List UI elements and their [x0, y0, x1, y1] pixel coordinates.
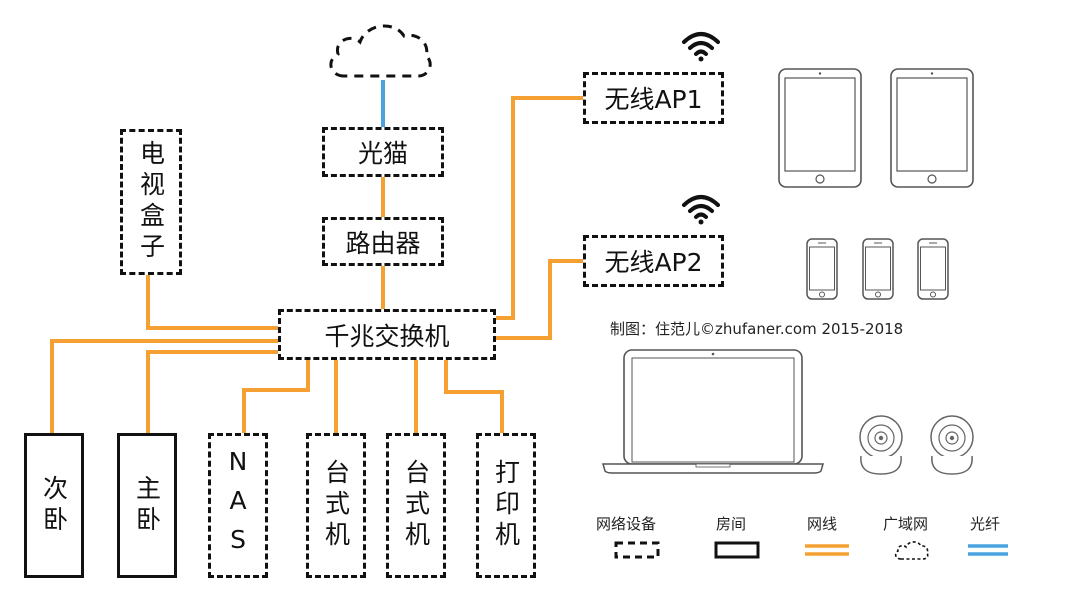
- modem-label: 光猫: [357, 139, 408, 168]
- legend-room-swatch: [714, 541, 760, 559]
- modem-box: 光猫: [322, 127, 444, 177]
- desktop1-box: 台式机: [306, 433, 366, 578]
- legend-wan-label: 广域网: [883, 515, 929, 533]
- second-bedroom-label: 次卧: [39, 474, 69, 537]
- camera-icon: [859, 415, 903, 475]
- legend-room-label: 房间: [716, 515, 747, 533]
- desktop2-label: 台式机: [401, 459, 431, 552]
- laptop-icon: [602, 349, 824, 474]
- wire-switch-ap1: [496, 96, 583, 320]
- camera-icon: [930, 415, 974, 475]
- desktop2-box: 台式机: [386, 433, 446, 578]
- wifi-icon: [682, 195, 720, 225]
- ap2-label: 无线AP2: [604, 248, 703, 277]
- nas-label: NAS: [223, 447, 253, 564]
- phone-icon: [806, 238, 838, 300]
- legend-network-device-swatch: [614, 541, 660, 559]
- master-bedroom-label: 主卧: [132, 474, 162, 537]
- tv-box-label: 电视盒子: [136, 140, 166, 264]
- wifi-icon: [682, 32, 720, 62]
- nas-box: NAS: [208, 433, 268, 578]
- master-bedroom-box: 主卧: [117, 433, 177, 578]
- cloud-icon: [329, 24, 432, 78]
- tablet-icon: [890, 68, 974, 188]
- second-bedroom-box: 次卧: [24, 433, 84, 578]
- switch-box: 千兆交换机: [278, 309, 496, 360]
- legend-fiber-swatch: [968, 544, 1008, 556]
- ap1-label: 无线AP1: [604, 85, 703, 114]
- desktop1-label: 台式机: [321, 459, 351, 552]
- wire-switch-ap2: [496, 259, 583, 340]
- legend-ethernet-swatch: [805, 544, 849, 556]
- tablet-icon: [778, 68, 862, 188]
- phone-icon: [862, 238, 894, 300]
- credit-text: 制图：住范儿©zhufaner.com 2015-2018: [610, 320, 904, 338]
- legend-ethernet-label: 网线: [807, 515, 838, 533]
- ap2-box: 无线AP2: [583, 235, 724, 287]
- printer-box: 打印机: [476, 433, 536, 578]
- router-label: 路由器: [345, 228, 421, 258]
- wire-switch-printer: [444, 360, 504, 433]
- switch-label: 千兆交换机: [324, 321, 450, 351]
- legend-fiber-label: 光纤: [970, 515, 1001, 533]
- wire-switch-nas: [242, 360, 310, 433]
- printer-label: 打印机: [491, 459, 521, 552]
- ap1-box: 无线AP1: [583, 72, 724, 124]
- tv-box: 电视盒子: [120, 129, 182, 275]
- phone-icon: [917, 238, 949, 300]
- wire-switch-second-bedroom: [50, 339, 278, 433]
- router-box: 路由器: [322, 217, 444, 266]
- legend-network-device-label: 网络设备: [596, 515, 657, 533]
- legend-wan-swatch: [894, 541, 929, 560]
- wire-switch-master-bedroom: [146, 350, 278, 433]
- wire-switch-tvbox: [146, 275, 278, 330]
